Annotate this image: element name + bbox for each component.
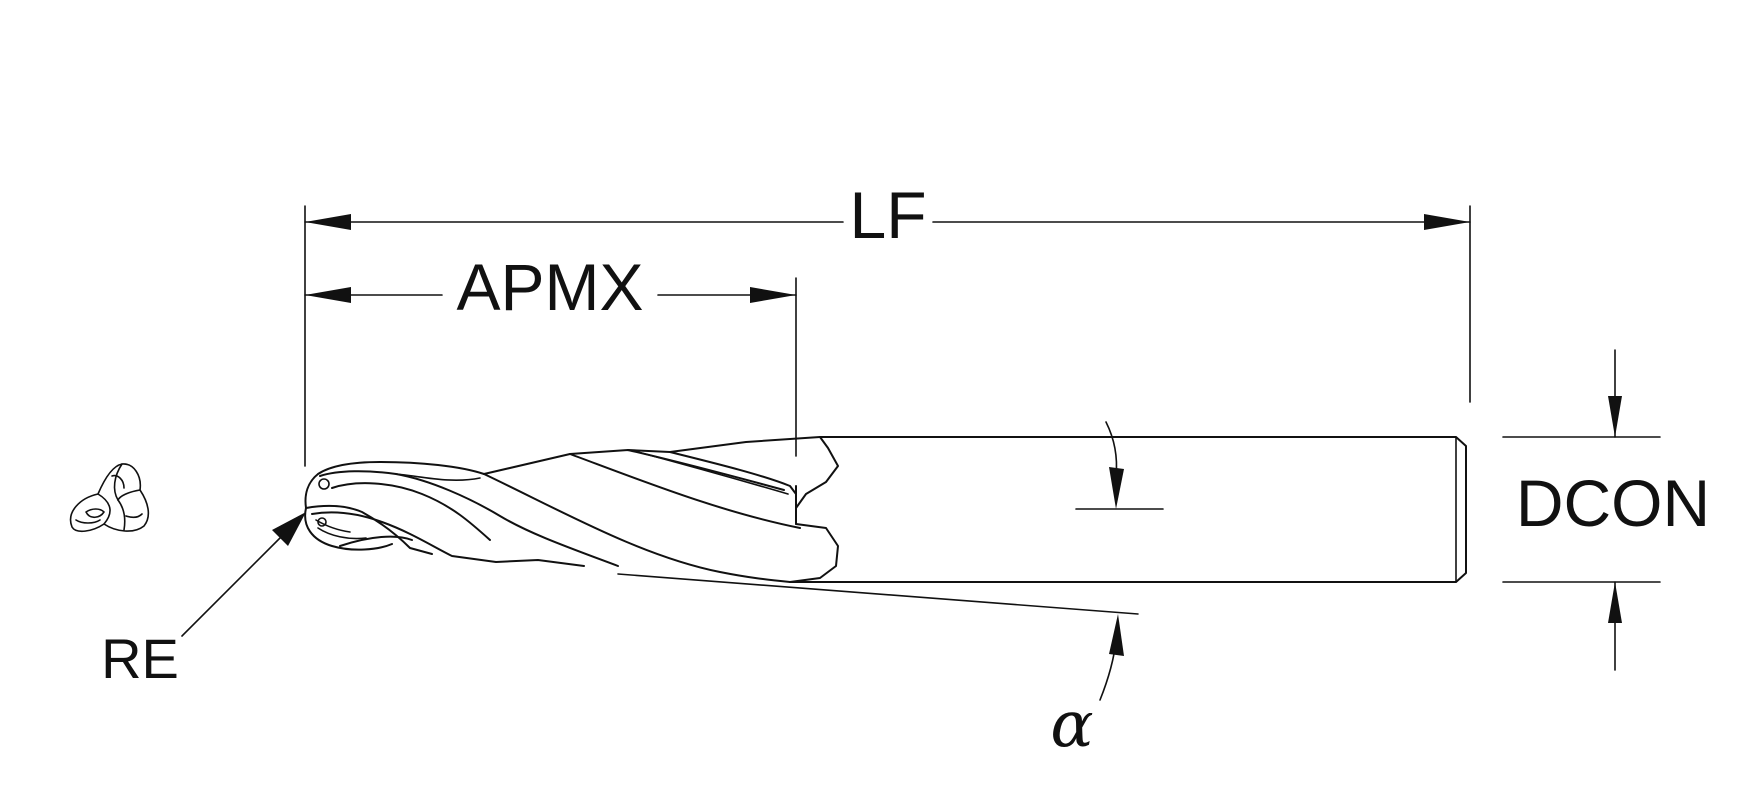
dcon-arrow-bottom xyxy=(1608,582,1622,623)
apmx-label: APMX xyxy=(456,250,643,324)
apmx-arrow-left xyxy=(305,287,351,303)
lf-arrow-right xyxy=(1424,214,1470,230)
flute-edge-2 xyxy=(569,453,801,529)
alpha-label: α xyxy=(1050,688,1093,762)
ball-nose-bottom xyxy=(304,507,393,551)
lf-arrow-left xyxy=(305,214,351,230)
alpha-dimension: α xyxy=(617,421,1164,762)
alpha-arrow-top xyxy=(1109,467,1124,509)
lf-dimension: LF xyxy=(304,178,1471,467)
apmx-dimension: APMX xyxy=(304,250,797,457)
dcon-arrow-top xyxy=(1608,396,1622,437)
ball-nose-top xyxy=(304,461,485,509)
tool-end-view-icon xyxy=(69,463,150,533)
flute-shank-boundary xyxy=(795,436,839,509)
flute-edge-4 xyxy=(669,451,797,495)
dcon-label: DCON xyxy=(1516,466,1710,540)
lf-label: LF xyxy=(849,178,926,252)
re-leader-line xyxy=(181,527,291,637)
apmx-arrow-right xyxy=(750,287,796,303)
re-dimension: RE xyxy=(101,512,306,690)
alpha-reference-line-taper xyxy=(617,573,1139,615)
flute-edge-1 xyxy=(483,473,791,583)
end-mill-body xyxy=(304,436,1467,583)
alpha-arrow-bottom xyxy=(1109,614,1124,656)
re-arrow xyxy=(272,512,306,546)
re-label: RE xyxy=(101,627,179,690)
dcon-dimension: DCON xyxy=(1502,349,1710,671)
shank-outline xyxy=(789,436,1467,583)
